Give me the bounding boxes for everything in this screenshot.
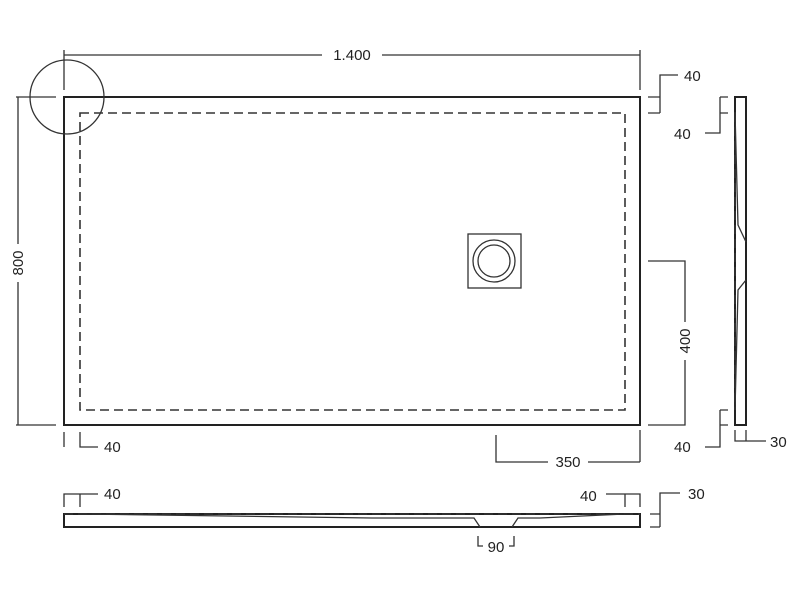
dimension-label: 40 bbox=[674, 439, 691, 456]
dimension-label: 40 bbox=[104, 439, 121, 456]
dimension-label: 350 bbox=[555, 454, 580, 471]
dimension-edge-top-right: 40 bbox=[648, 68, 701, 114]
front-view: 40 40 30 90 bbox=[63, 486, 705, 556]
dimension-length: 1.400 bbox=[63, 47, 641, 90]
dimension-label: 40 bbox=[104, 486, 121, 503]
side-view: 40 40 30 bbox=[674, 96, 787, 456]
dimension-label: 400 bbox=[677, 328, 694, 353]
dimension-label: 40 bbox=[674, 126, 691, 143]
drain bbox=[467, 233, 522, 289]
dimension-edge-bottom-left: 40 bbox=[63, 432, 121, 456]
dimension-width: 800 bbox=[10, 96, 56, 426]
dimension-drain-from-bottom: 400 bbox=[648, 260, 694, 426]
dimension-label: 90 bbox=[488, 539, 505, 556]
dimension-label: 800 bbox=[10, 250, 27, 275]
dimension-label: 40 bbox=[580, 488, 597, 505]
dimension-drain-from-right: 350 bbox=[495, 430, 641, 471]
plan-view bbox=[29, 59, 641, 426]
tray-outline bbox=[63, 96, 641, 426]
dimension-label: 1.400 bbox=[333, 47, 371, 64]
dimension-label: 30 bbox=[688, 486, 705, 503]
dimension-label: 40 bbox=[684, 68, 701, 85]
dimension-label: 30 bbox=[770, 434, 787, 451]
inner-dashed-outline bbox=[79, 112, 626, 411]
